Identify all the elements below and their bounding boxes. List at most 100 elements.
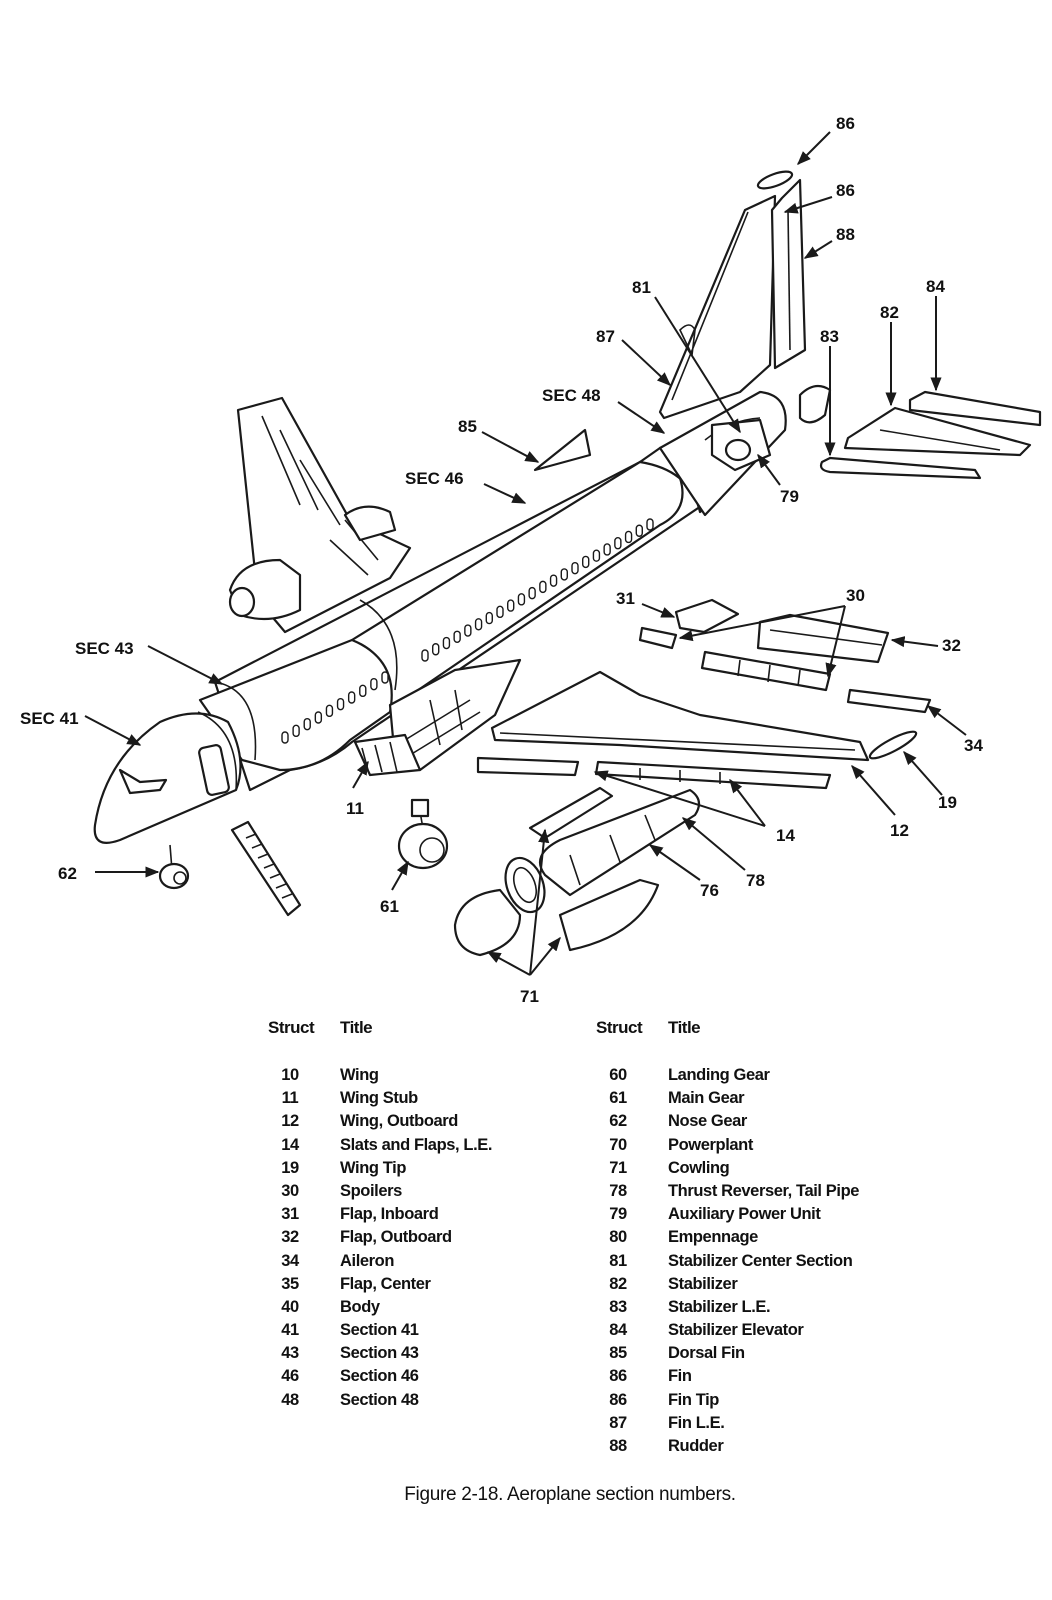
cabin-window bbox=[496, 605, 504, 619]
cabin-window bbox=[474, 618, 483, 631]
cabin-window bbox=[539, 580, 547, 594]
struct-number: 14 bbox=[281, 1135, 299, 1154]
callout-11: 11 bbox=[346, 799, 364, 818]
callout-61: 61 bbox=[380, 897, 399, 916]
apu-drawing bbox=[710, 384, 832, 472]
struct-column-header: Struct bbox=[268, 1018, 315, 1037]
struct-number: 43 bbox=[281, 1344, 299, 1363]
cabin-window bbox=[646, 518, 654, 531]
callout-34: 34 bbox=[964, 736, 983, 755]
struct-number: 70 bbox=[609, 1135, 627, 1154]
struct-number: 80 bbox=[609, 1228, 627, 1247]
cabin-window bbox=[359, 684, 367, 698]
cabin-window bbox=[635, 524, 643, 537]
callout-sec-43: SEC 43 bbox=[75, 639, 134, 658]
struct-title: Landing Gear bbox=[668, 1066, 770, 1084]
struct-title: Thrust Reverser, Tail Pipe bbox=[668, 1181, 860, 1200]
callout-31: 31 bbox=[616, 589, 635, 608]
title-column-header: Title bbox=[340, 1018, 373, 1037]
struct-title: Fin bbox=[668, 1367, 692, 1386]
table-row: 46 Section 46 bbox=[268, 1365, 598, 1388]
struct-number: 62 bbox=[609, 1112, 627, 1131]
callout-labels: 86 86 88 84 82 83 81 87 SEC 48 79 85 SEC… bbox=[20, 114, 983, 1006]
callout-sec-46: SEC 46 bbox=[405, 469, 464, 488]
struct-number: 35 bbox=[281, 1274, 299, 1293]
figure-caption: Figure 2-18. Aeroplane section numbers. bbox=[404, 1484, 736, 1505]
struct-title: Empennage bbox=[668, 1228, 758, 1247]
cabin-window bbox=[624, 530, 633, 544]
table-row: 60 Landing Gear bbox=[596, 1064, 896, 1087]
struct-number: 85 bbox=[609, 1344, 627, 1363]
callout-84: 84 bbox=[926, 277, 945, 296]
table-row: 80 Empennage bbox=[596, 1226, 896, 1249]
cabin-window bbox=[507, 599, 515, 612]
table-row: 32 Flap, Outboard bbox=[268, 1226, 598, 1249]
struct-number: 32 bbox=[281, 1228, 299, 1247]
struct-number: 86 bbox=[609, 1390, 627, 1409]
struct-number: 81 bbox=[609, 1251, 627, 1270]
callout-14: 14 bbox=[776, 826, 795, 845]
callout-82: 82 bbox=[880, 303, 899, 322]
struct-column-header: Struct bbox=[596, 1018, 643, 1037]
table-header: Struct Title bbox=[268, 1018, 598, 1044]
cabin-window bbox=[485, 611, 493, 625]
struct-number: 79 bbox=[609, 1205, 627, 1224]
cabin-window bbox=[560, 568, 568, 581]
callout-79: 79 bbox=[780, 487, 799, 506]
cabin-window bbox=[347, 691, 356, 704]
table-row: 14 Slats and Flaps, L.E. bbox=[268, 1134, 598, 1157]
callout-85: 85 bbox=[458, 417, 477, 436]
struct-title: Aileron bbox=[340, 1251, 395, 1270]
struct-title: Section 46 bbox=[340, 1367, 419, 1386]
struct-number: 60 bbox=[609, 1066, 627, 1084]
struct-number: 11 bbox=[281, 1089, 299, 1108]
table-row: 43 Section 43 bbox=[268, 1342, 598, 1365]
struct-title: Powerplant bbox=[668, 1135, 753, 1154]
struct-number: 84 bbox=[609, 1321, 627, 1340]
struct-number: 46 bbox=[281, 1367, 299, 1386]
callout-76: 76 bbox=[700, 881, 719, 900]
callout-86-tip: 86 bbox=[836, 114, 855, 133]
struct-title: Fin L.E. bbox=[668, 1413, 725, 1432]
tail-fin-drawing bbox=[533, 170, 807, 472]
cabin-window bbox=[453, 630, 461, 643]
cabin-window bbox=[582, 555, 590, 569]
struct-number: 71 bbox=[609, 1158, 627, 1177]
cabin-window bbox=[464, 624, 472, 637]
struct-title: Section 43 bbox=[340, 1344, 419, 1363]
aeroplane-exploded-diagram: 86 86 88 84 82 83 81 87 SEC 48 79 85 SEC… bbox=[20, 114, 1042, 1006]
struct-number: 31 bbox=[281, 1205, 299, 1224]
cabin-window bbox=[421, 649, 429, 662]
cabin-window bbox=[303, 717, 311, 731]
cabin-window bbox=[528, 586, 536, 600]
callout-71: 71 bbox=[520, 987, 539, 1006]
struct-title: Wing bbox=[340, 1066, 379, 1084]
struct-title: Flap, Outboard bbox=[340, 1228, 452, 1247]
struct-number: 87 bbox=[609, 1413, 627, 1432]
callout-arrows bbox=[84, 131, 967, 976]
struct-title: Slats and Flaps, L.E. bbox=[340, 1135, 493, 1154]
callout-62: 62 bbox=[58, 864, 77, 883]
callout-78: 78 bbox=[746, 871, 765, 890]
callout-81: 81 bbox=[632, 278, 651, 297]
cabin-window bbox=[549, 574, 558, 587]
